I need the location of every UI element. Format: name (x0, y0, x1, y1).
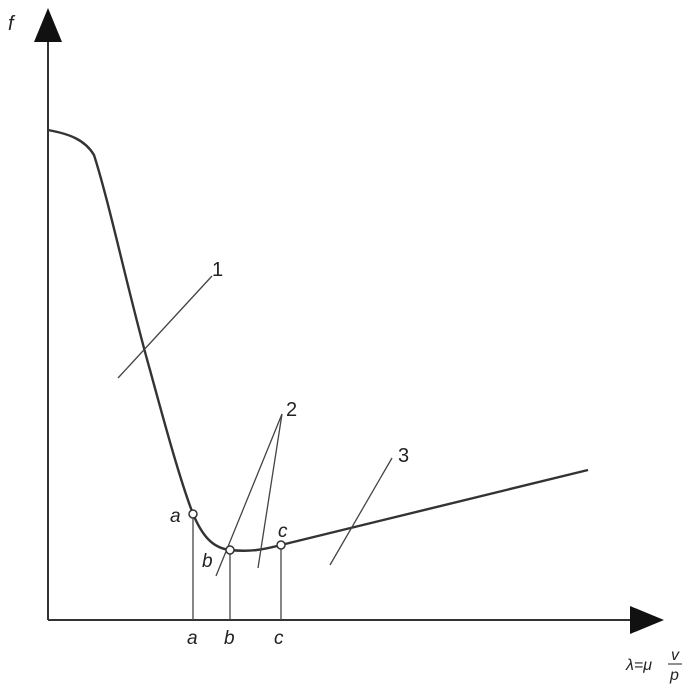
point-b-marker (225, 545, 235, 555)
friction-curve (47, 128, 589, 552)
x-tick-c: c (274, 628, 284, 649)
y-axis-label: f (8, 13, 16, 35)
leader-line-3 (329, 457, 393, 566)
x-tick-a: a (187, 628, 198, 649)
point-c-marker (276, 540, 286, 550)
leader-line-2b (257, 413, 283, 569)
x-axis-label-denominator: p (669, 667, 679, 684)
point-b-label: b (202, 551, 213, 572)
point-a-marker (188, 509, 198, 519)
callout-2: 2 (286, 399, 297, 421)
point-a-label: a (170, 506, 181, 527)
y-axis-arrowhead (34, 8, 62, 42)
x-tick-b: b (224, 628, 235, 649)
leader-line-1 (117, 275, 213, 379)
callout-1: 1 (212, 259, 223, 281)
x-axis-label-prefix: λ=μ (625, 657, 652, 674)
x-axis-arrowhead (630, 606, 664, 634)
point-c-label: c (278, 521, 288, 542)
x-axis-label-numerator: v (671, 647, 680, 664)
callout-3: 3 (398, 445, 409, 467)
